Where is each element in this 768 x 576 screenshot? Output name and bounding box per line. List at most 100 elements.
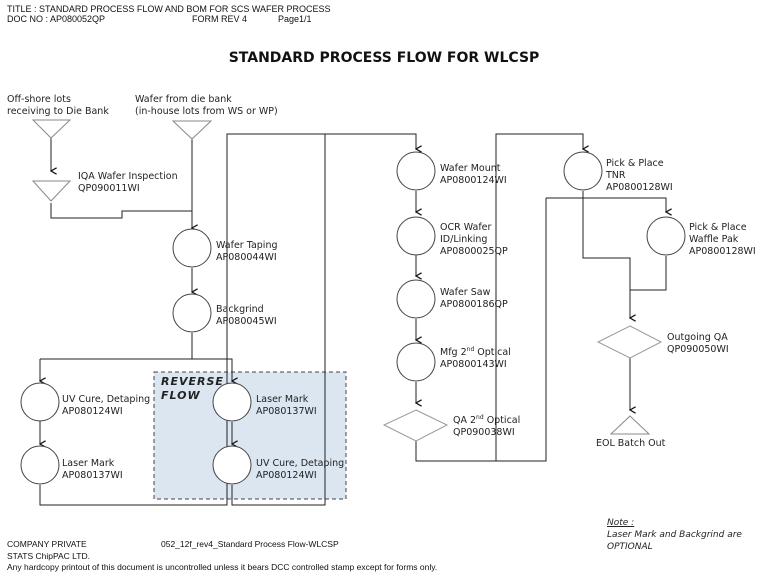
offshore-label-line1: Off-shore lots — [7, 94, 71, 105]
wafer-saw-label: Wafer Saw AP0800186QP — [440, 287, 508, 311]
step-name-post: Optical — [483, 415, 521, 427]
outgoing-qa-label: Outgoing QA QP090050WI — [667, 332, 729, 356]
offshore-label-line2: receiving to Die Bank — [7, 106, 109, 117]
die-bank-label: Wafer from die bank (in-house lots from … — [135, 94, 278, 118]
laser-mark-reverse-node — [212, 382, 252, 422]
file-name: 052_12f_rev4_Standard Process Flow-WLCSP — [161, 539, 339, 549]
company-private: COMPANY PRIVATE — [7, 539, 87, 549]
step-name: Laser Mark — [256, 394, 309, 405]
disclaimer: Any hardcopy printout of this document i… — [7, 562, 438, 572]
uv-cure-reverse-label: UV Cure, Detaping AP080124WI — [256, 458, 344, 482]
step-name: Pick & Place — [606, 158, 664, 169]
uv-cure-reverse-node — [212, 445, 252, 485]
wafer-taping-label: Wafer Taping AP080044WI — [216, 240, 278, 264]
uv-cure-left-label: UV Cure, Detaping AP080124WI — [62, 394, 150, 418]
connector — [40, 358, 232, 381]
note-line1: Laser Mark and Backgrind are — [607, 530, 742, 540]
connector — [546, 197, 666, 212]
offshore-triangle-icon — [31, 119, 72, 139]
step-code: QP090011WI — [78, 183, 140, 194]
connector — [495, 133, 583, 461]
step-name-pre: Mfg 2 — [440, 347, 467, 359]
step-name-2: Waffle Pak — [689, 234, 739, 245]
backgrind-node — [172, 293, 212, 333]
step-code: AP0800124WI — [440, 175, 507, 186]
step-name: Wafer Mount — [440, 163, 501, 174]
qa-optical-diamond — [382, 409, 449, 442]
step-name: Mfg 2nd Optical — [440, 344, 511, 359]
doc-number: DOC NO : AP080052QP — [7, 14, 106, 24]
form-revision: FORM REV 4 — [192, 14, 248, 24]
wafer-taping-node — [172, 228, 212, 268]
qa-optical-label: QA 2nd Optical QP090038WI — [453, 412, 520, 439]
wafer-mount-node — [396, 151, 436, 191]
wafer-saw-node — [396, 279, 436, 319]
laser-mark-left-label: Laser Mark AP080137WI — [62, 458, 123, 482]
uv-cure-left-node — [20, 382, 60, 422]
note: Note : Laser Mark and Backgrind are OPTI… — [607, 517, 742, 553]
reverse-flow-line2: FLOW — [161, 389, 201, 402]
step-name-pre: QA 2 — [453, 415, 477, 427]
backgrind-label: Backgrind AP080045WI — [216, 304, 277, 328]
step-name-post: Optical — [474, 347, 511, 359]
mfg-optical-node — [396, 342, 436, 382]
step-name: Pick & Place — [689, 222, 747, 233]
iqa-triangle-icon — [31, 180, 72, 202]
pnp-tnr-label: Pick & Place TNR AP0800128WI — [606, 158, 673, 194]
step-code: AP080044WI — [216, 252, 277, 263]
eol-label: EOL Batch Out — [596, 438, 666, 449]
pnp-tnr-node — [563, 151, 603, 191]
ocr-label: OCR Wafer ID/Linking AP0800025QP — [440, 222, 508, 258]
step-name-sup: nd — [476, 414, 484, 421]
step-code: AP080124WI — [256, 470, 317, 481]
step-code: AP080137WI — [62, 470, 123, 481]
connector — [415, 198, 547, 462]
mfg-optical-label: Mfg 2nd Optical AP0800143WI — [440, 344, 511, 371]
step-code: AP080045WI — [216, 316, 277, 327]
step-name: OCR Wafer — [440, 222, 492, 233]
step-name: IQA Wafer Inspection — [78, 171, 178, 182]
reverse-flow-line1: REVERSE — [161, 375, 224, 388]
step-code: AP0800128WI — [689, 246, 756, 257]
step-name: UV Cure, Detaping — [256, 458, 345, 469]
pnp-waffle-node — [646, 216, 686, 256]
diagram-title: STANDARD PROCESS FLOW FOR WLCSP — [228, 50, 540, 66]
step-code: AP080137WI — [256, 406, 317, 417]
step-name: Outgoing QA — [667, 332, 728, 343]
iqa-label: IQA Wafer Inspection QP090011WI — [78, 171, 178, 195]
step-name: UV Cure, Detaping — [62, 394, 151, 405]
laser-mark-reverse-label: Laser Mark AP080137WI — [256, 394, 317, 418]
die-bank-label-line1: Wafer from die bank — [135, 94, 232, 105]
step-name: QA 2nd Optical — [453, 412, 520, 427]
step-code: AP0800128WI — [606, 182, 673, 193]
eol-triangle-icon — [609, 415, 651, 435]
wafer-mount-label: Wafer Mount AP0800124WI — [440, 163, 507, 187]
offshore-label: Off-shore lots receiving to Die Bank — [7, 94, 109, 118]
die-bank-triangle-icon — [171, 120, 213, 140]
die-bank-label-line2: (in-house lots from WS or WP) — [135, 106, 278, 117]
step-name-sup: nd — [466, 346, 475, 353]
laser-mark-left-node — [20, 445, 60, 485]
step-name: Wafer Saw — [440, 287, 491, 298]
connector — [231, 134, 326, 506]
ocr-node — [396, 216, 436, 256]
step-name: Wafer Taping — [216, 240, 278, 251]
step-code: AP0800025QP — [440, 246, 508, 257]
step-name-2: ID/Linking — [440, 234, 488, 245]
step-code: AP0800143WI — [440, 359, 507, 371]
step-code: QP090050WI — [667, 344, 729, 355]
step-name: Backgrind — [216, 304, 264, 315]
step-code: QP090038WI — [453, 427, 515, 439]
company-name: STATS ChipPAC LTD. — [7, 551, 90, 561]
connector — [630, 256, 667, 291]
note-line2: OPTIONAL — [607, 542, 653, 552]
connector — [50, 203, 192, 228]
step-name: Laser Mark — [62, 458, 115, 469]
outgoing-qa-diamond — [596, 325, 663, 359]
step-code: AP080124WI — [62, 406, 123, 417]
reverse-flow-label: REVERSE FLOW — [161, 375, 224, 403]
pnp-waffle-label: Pick & Place Waffle Pak AP0800128WI — [689, 222, 756, 258]
note-heading: Note : — [607, 518, 635, 528]
reverse-flow-region — [153, 371, 347, 500]
doc-title: TITLE : STANDARD PROCESS FLOW AND BOM FO… — [7, 4, 331, 14]
